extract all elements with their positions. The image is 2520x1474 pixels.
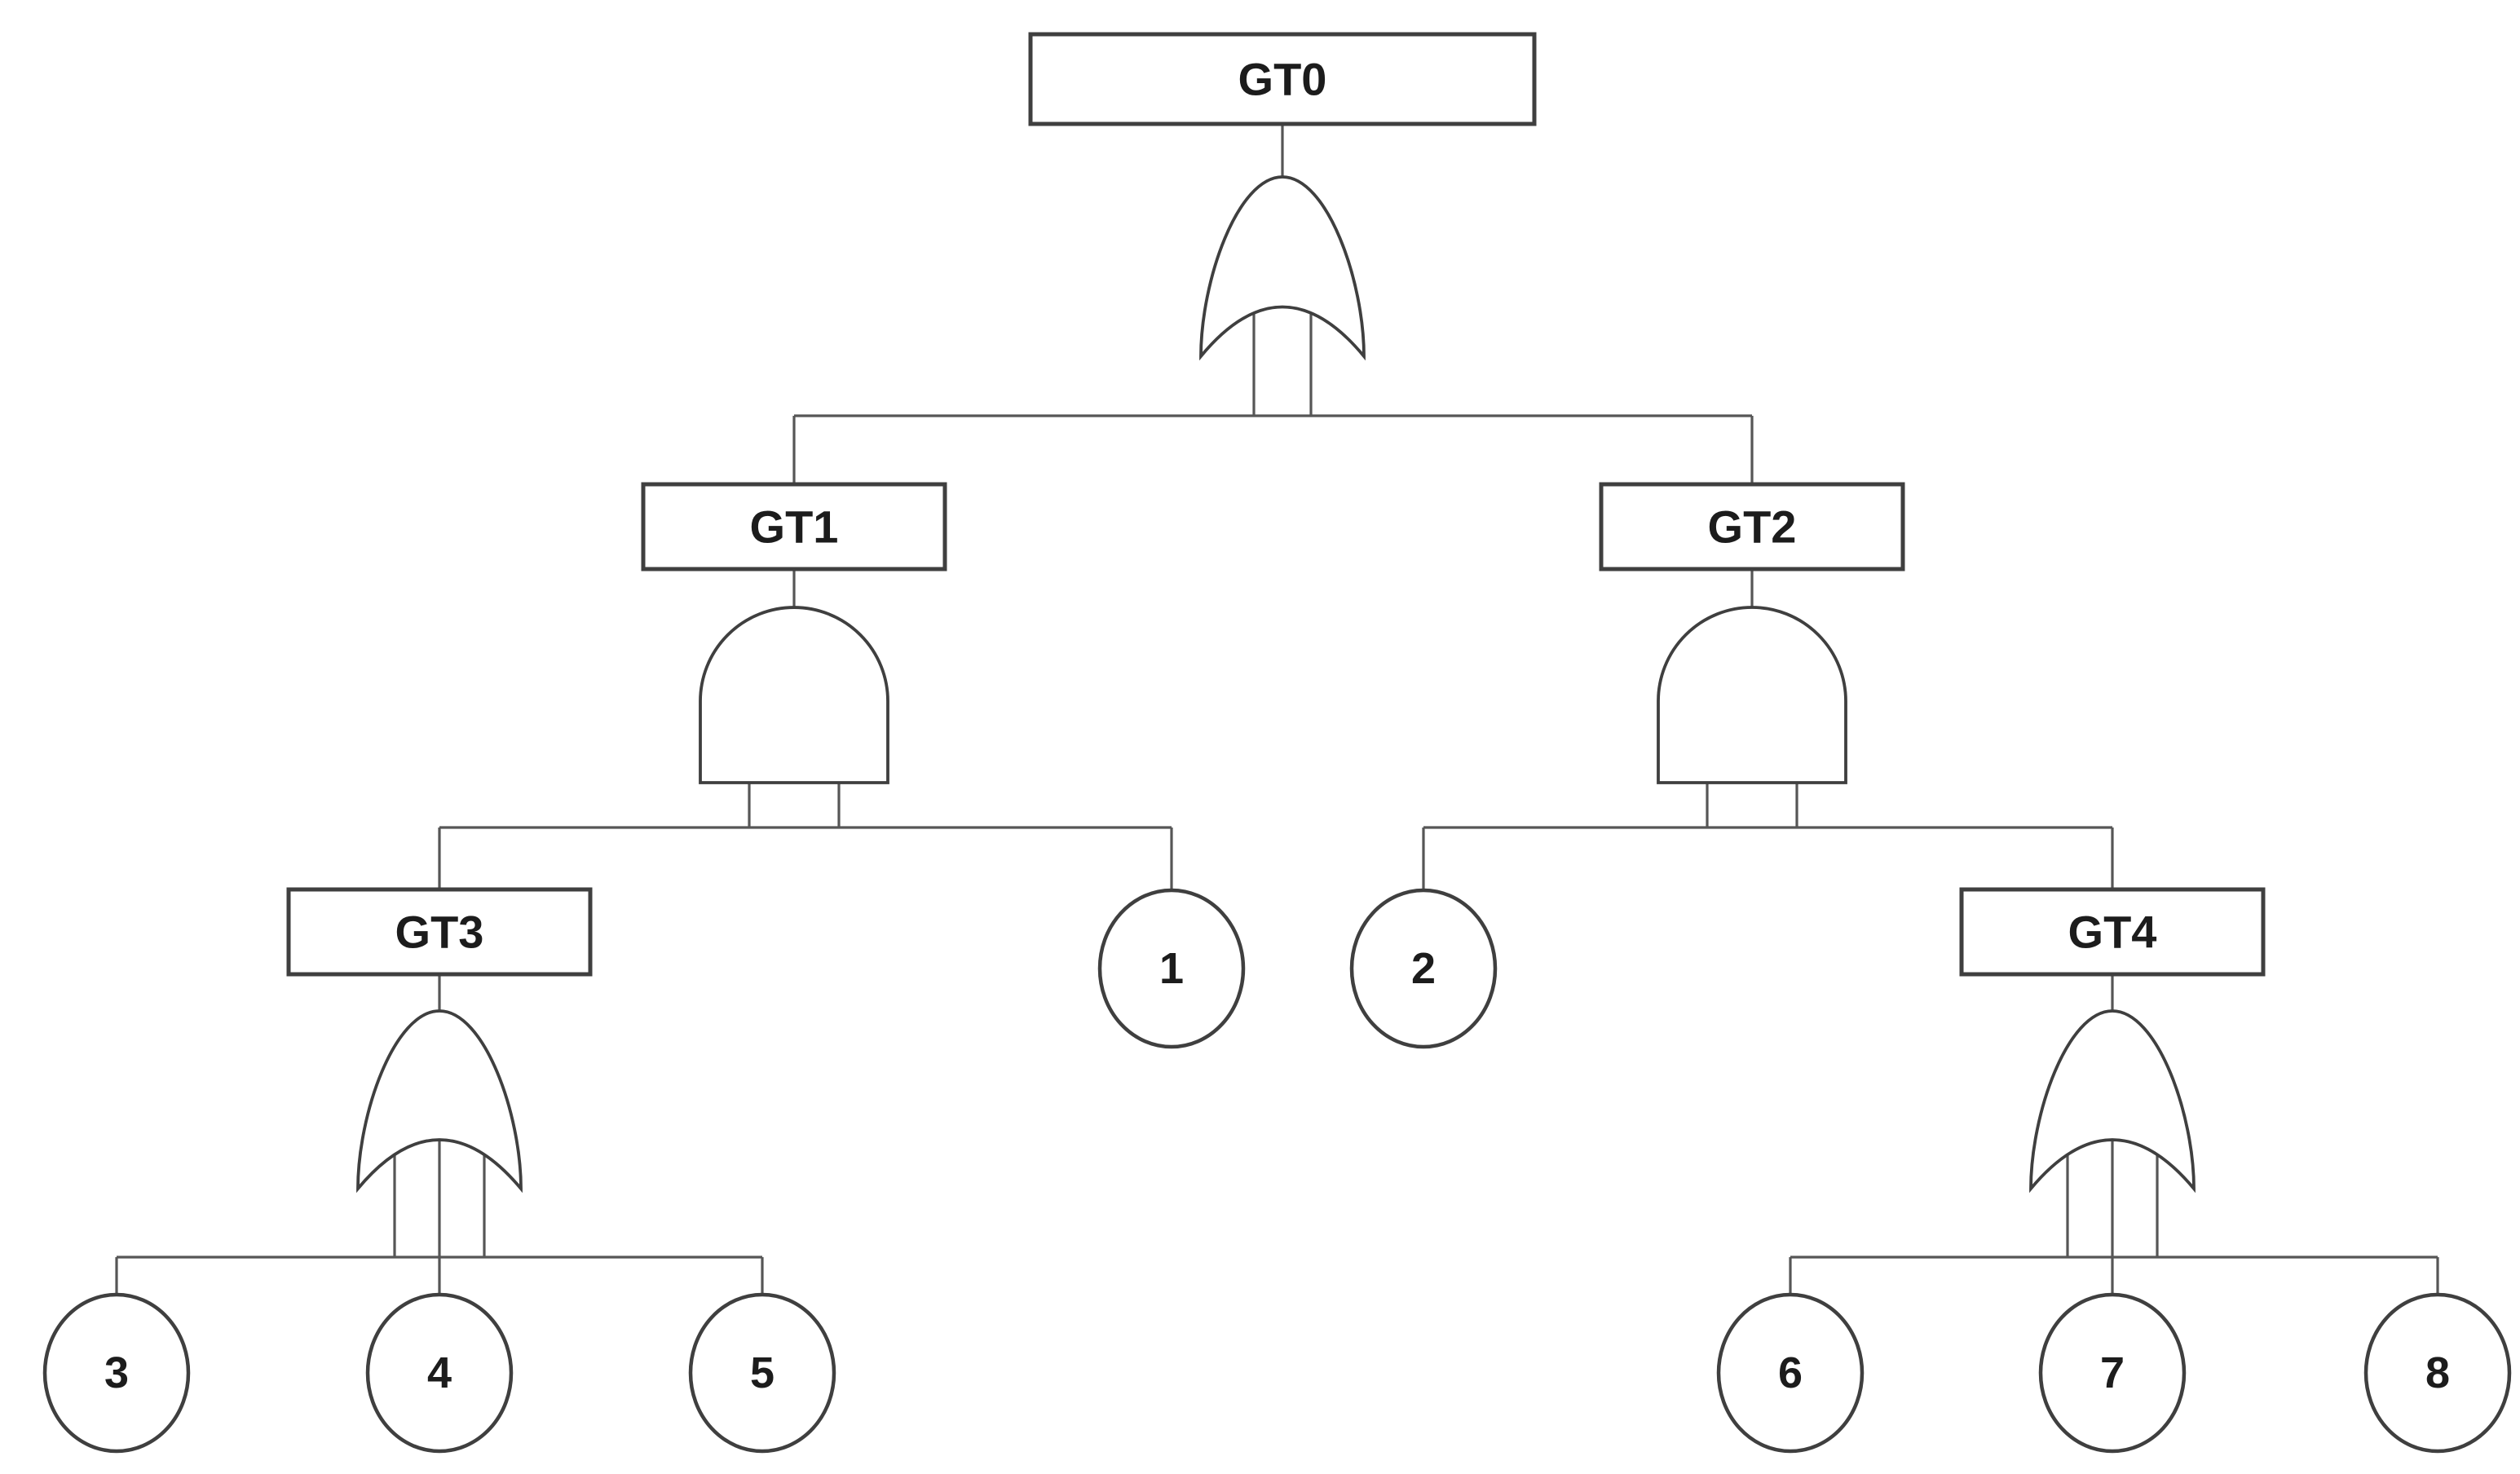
node-label-1: 1 xyxy=(1159,944,1184,993)
connector-layer xyxy=(115,124,2439,1295)
node-label-GT1: GT1 xyxy=(750,501,839,553)
event-box-GT0 xyxy=(1028,32,1537,126)
basic-event-circle-1 xyxy=(1097,888,1246,1049)
node-label-GT3: GT3 xyxy=(395,907,484,958)
node-label-4: 4 xyxy=(427,1348,452,1397)
or-gate-GT0 xyxy=(1199,175,1366,361)
or-gate-GT4 xyxy=(2029,1009,2196,1194)
event-box-GT4 xyxy=(1959,887,2266,977)
basic-event-circle-4 xyxy=(365,1292,514,1454)
and-gate-GT2 xyxy=(1657,606,1847,784)
node-label-5: 5 xyxy=(750,1348,775,1397)
basic-event-circle-2 xyxy=(1349,888,1498,1049)
event-box-GT2 xyxy=(1599,482,1905,572)
node-label-8: 8 xyxy=(2425,1348,2450,1397)
node-label-2: 2 xyxy=(1411,944,1436,993)
basic-event-circle-8 xyxy=(2363,1292,2512,1454)
event-box-GT3 xyxy=(286,887,593,977)
node-label-6: 6 xyxy=(1778,1348,1803,1397)
event-box-GT1 xyxy=(641,482,947,572)
node-label-GT2: GT2 xyxy=(1708,501,1797,553)
and-gate-GT1 xyxy=(699,606,889,784)
node-label-3: 3 xyxy=(104,1348,129,1397)
gate-layer xyxy=(356,175,2196,1194)
event-layer xyxy=(42,32,2512,1454)
node-label-7: 7 xyxy=(2100,1348,2125,1397)
basic-event-circle-7 xyxy=(2038,1292,2187,1454)
basic-event-circle-5 xyxy=(688,1292,836,1454)
or-gate-GT3 xyxy=(356,1009,523,1194)
basic-event-circle-6 xyxy=(1716,1292,1865,1454)
node-label-GT4: GT4 xyxy=(2068,907,2157,958)
basic-event-circle-3 xyxy=(42,1292,191,1454)
node-label-GT0: GT0 xyxy=(1238,54,1327,105)
